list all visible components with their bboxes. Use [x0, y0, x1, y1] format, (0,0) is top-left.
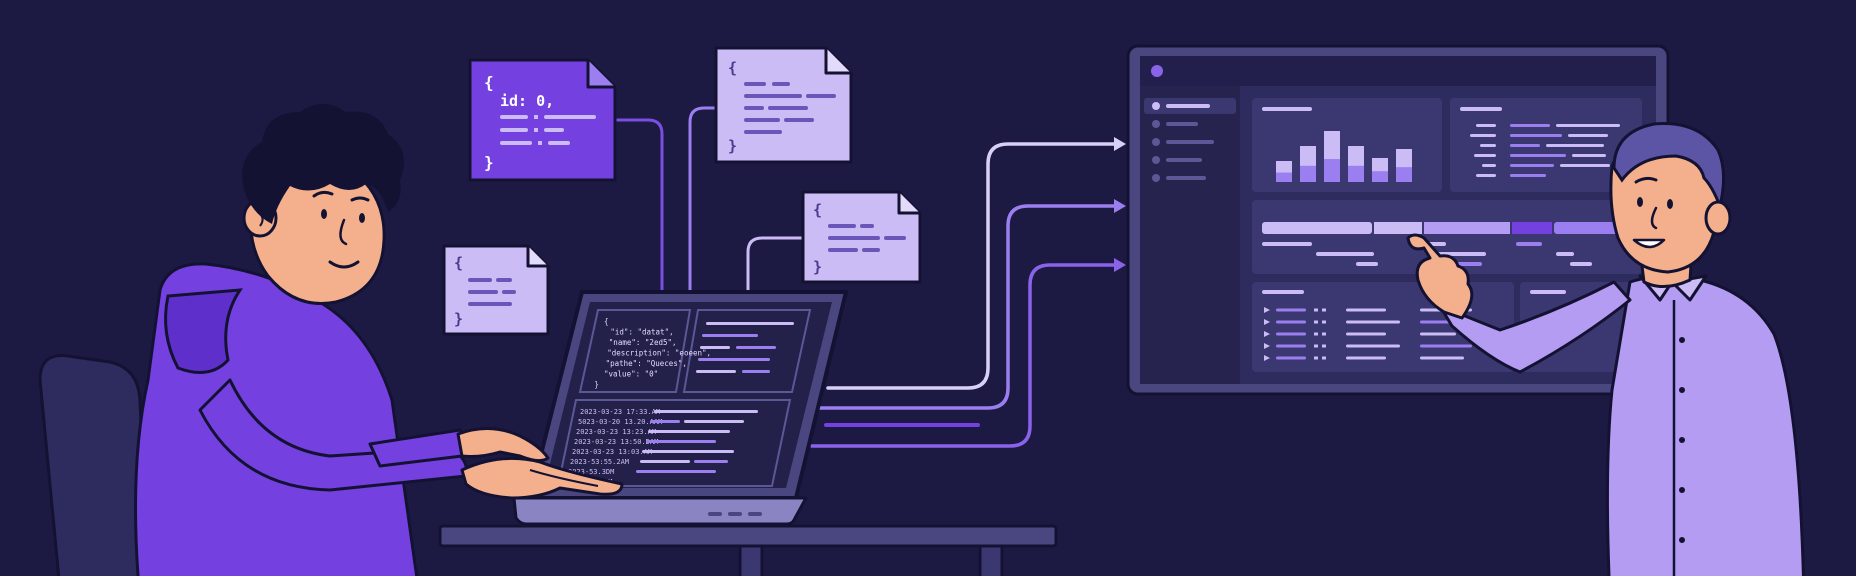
laptop-json-line: "pathe": "Queces", [606, 359, 687, 368]
laptop-right-pane [682, 309, 812, 393]
laptop-json-line: "name": "2ed5", [609, 338, 677, 347]
presenter-eye-right [1667, 199, 1673, 209]
row-chevron-icon [1264, 319, 1270, 325]
dashboard-bar-chart [1276, 131, 1412, 182]
table-row [1264, 355, 1464, 361]
json-card-left: { } [442, 244, 550, 336]
smile [328, 260, 360, 269]
laptop-log-bars [636, 410, 758, 473]
card-main-open-brace: { [484, 73, 494, 92]
laptop-log-line: 2023-03-23 13:23.AM [576, 428, 656, 436]
dashboard-bar-segment [1324, 159, 1340, 182]
dashboard-list-panel [1450, 98, 1642, 192]
card-main-close-brace: } [484, 153, 494, 172]
left-eye [321, 209, 327, 219]
arrowhead-1 [1114, 137, 1126, 151]
laptop-log-line: 2023-53.3DM [568, 468, 614, 476]
card-mid-open-brace: { [813, 201, 822, 219]
laptop-log-pane [556, 399, 792, 487]
row-chevron-icon [1264, 343, 1270, 349]
laptop-right-pane-lines [696, 322, 794, 373]
laptop-log-line: 2023-03-23 17:33.AM [580, 408, 660, 416]
dashboard-bar-segment [1372, 171, 1388, 182]
laptop-log-line: 2023-53:55.2AM [570, 458, 629, 466]
laptop-json-line: "value": "0" [604, 370, 658, 379]
laptop-json-line: } [594, 380, 599, 389]
card-mid-close-brace: } [813, 258, 822, 276]
row-chevron-icon [1264, 331, 1270, 337]
right-hand [460, 456, 624, 500]
connector-to-monitor-2 [818, 204, 1120, 410]
laptop-json-line: { [604, 317, 609, 326]
laptop-log-line: 2023-03-23 13:50.DAM [574, 438, 658, 446]
presenter-nose [1650, 206, 1658, 230]
chair [38, 354, 149, 576]
developer-character [38, 104, 624, 576]
card-left-open-brace: { [454, 254, 463, 272]
card-left-close-brace: } [454, 310, 463, 328]
presenter-eye-left [1637, 197, 1643, 207]
pointing-hand [1406, 233, 1474, 320]
window-dot-icon [1151, 65, 1163, 77]
data-flow-connectors [613, 106, 1120, 448]
laptop-json-line: "description": "eoeen", [607, 349, 711, 358]
json-card-main: { id: 0, } [468, 58, 617, 182]
right-eye [359, 213, 365, 223]
dashboard-bar-panel [1252, 98, 1442, 192]
nose [339, 218, 348, 246]
card-top-open-brace: { [728, 59, 737, 77]
table-row [1264, 343, 1472, 349]
curly-hair [242, 104, 404, 224]
row-chevron-icon [1264, 307, 1270, 313]
right-eyebrow [350, 196, 370, 202]
dashboard-bar-segment [1348, 165, 1364, 182]
table-row [1264, 331, 1456, 337]
presenter-eyebrow [1634, 176, 1658, 184]
dashboard-titlebar [1140, 56, 1656, 86]
dashboard-monitor [1126, 44, 1670, 396]
dashboard-sidebar [1140, 86, 1240, 384]
laptop-log-line: 2023-03-23 13:03.AM [572, 448, 652, 456]
arrowhead-2 [1114, 199, 1126, 213]
connector-card-top [688, 106, 718, 292]
row-chevron-icon [1264, 355, 1270, 361]
connector-card-mid [746, 236, 805, 292]
arrowhead-3 [1114, 258, 1126, 272]
card-top-close-brace: } [728, 137, 737, 155]
connector-card-main [613, 118, 664, 292]
json-card-mid: { } [801, 190, 922, 284]
presenter-smile [1632, 238, 1666, 249]
dashboard-bar-segment [1396, 167, 1412, 182]
dashboard-bar-segment [1276, 172, 1292, 182]
arrowheads [1114, 137, 1126, 272]
laptop: {"id": "datat","name": "2ed5", "descripti… [512, 290, 848, 526]
left-eyebrow [312, 190, 334, 198]
laptop-json-pane [578, 309, 692, 393]
laptop-json-line: "id": "datat", [610, 328, 673, 337]
laptop-log-line: 5023-03-20 13.20.AAM [578, 418, 662, 426]
left-hand [456, 426, 550, 463]
desk [438, 524, 1058, 576]
connector-to-monitor-3 [810, 263, 1120, 448]
card-main-id-line: id: 0, [500, 92, 554, 110]
dashboard-bar-segment [1300, 165, 1316, 182]
json-card-top: { } [714, 46, 853, 164]
connector-to-monitor-1 [826, 142, 1120, 390]
presenter-character [1406, 122, 1805, 576]
laptop-json-text: {"id": "datat","name": "2ed5", "descripti… [594, 317, 711, 389]
